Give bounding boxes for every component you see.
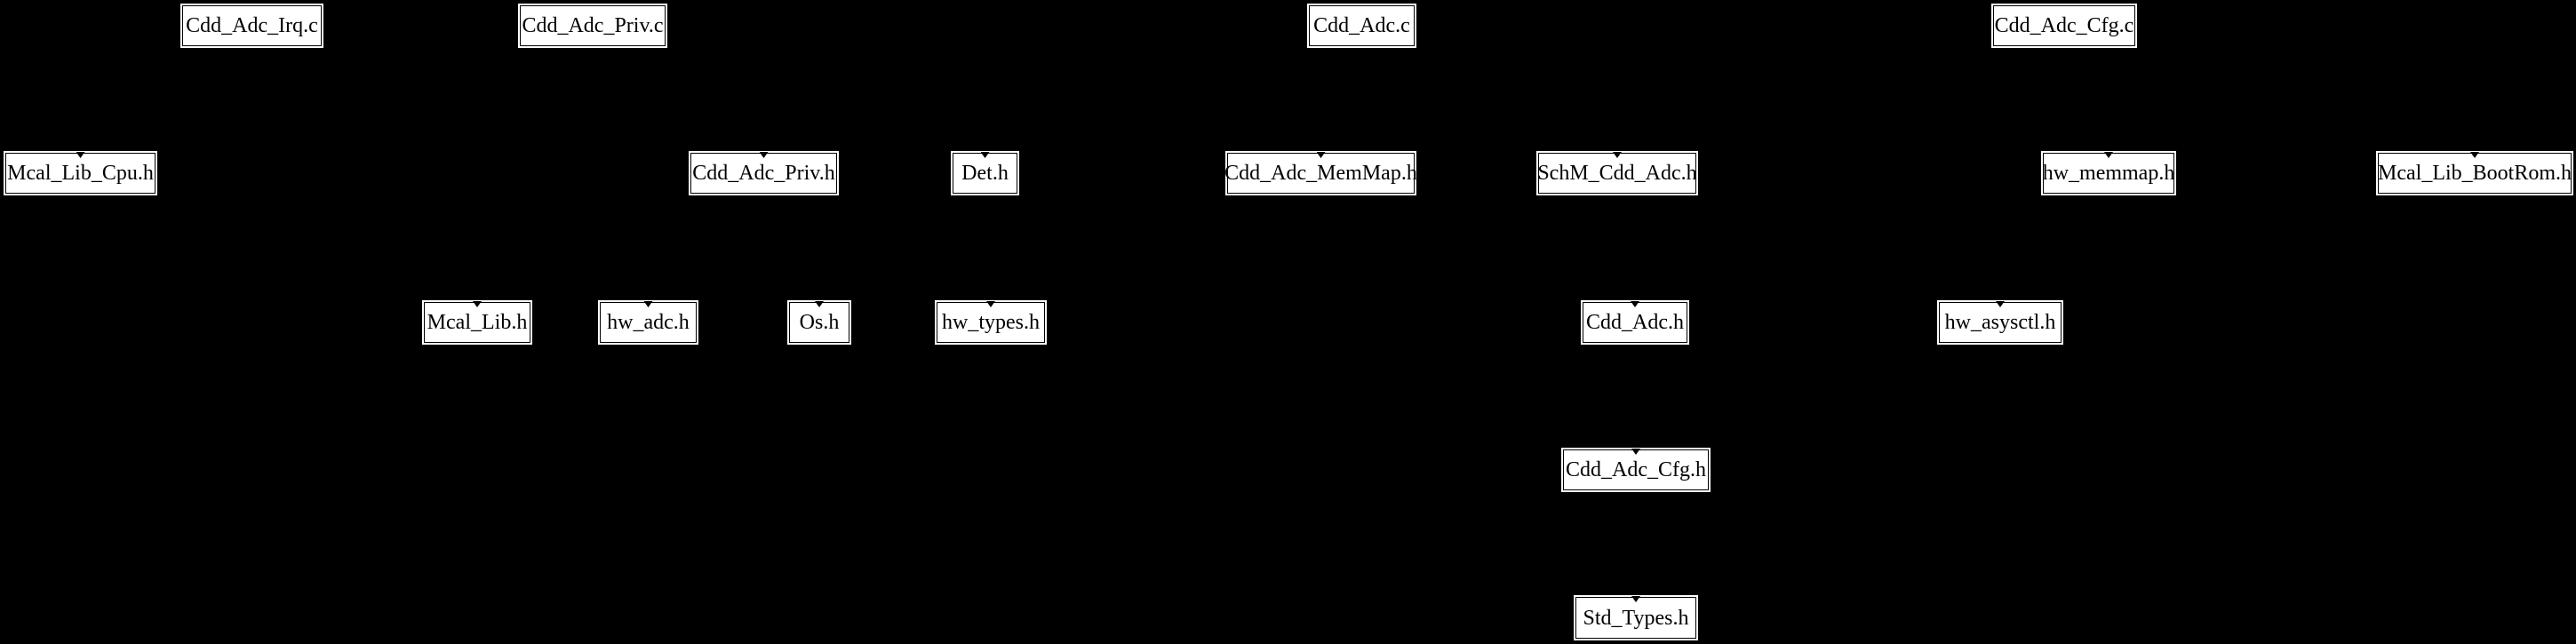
incoming-edge-arrowhead-icon (643, 301, 653, 307)
incoming-edge-arrowhead-icon (815, 301, 824, 307)
incoming-edge-arrowhead-icon (986, 301, 995, 307)
node-label: hw_memmap.h (2042, 162, 2175, 185)
incoming-edge-arrowhead-icon (1613, 152, 1622, 158)
incoming-edge-arrowhead-icon (473, 301, 482, 307)
node-label: Std_Types.h (1583, 606, 1689, 630)
graph-node-std-types-h: Std_Types.h (1575, 596, 1696, 639)
graph-node-hw-types-h: hw_types.h (937, 301, 1045, 343)
node-label: Det.h (961, 162, 1009, 185)
graph-node-hw-asysctl-h: hw_asysctl.h (1939, 301, 2062, 343)
node-label: hw_asysctl.h (1944, 311, 2056, 334)
graph-node-hw-memmap-h: hw_memmap.h (2042, 152, 2175, 194)
incoming-edge-arrowhead-icon (2104, 152, 2113, 158)
node-label: Os.h (799, 311, 840, 334)
node-label: Mcal_Lib_BootRom.h (2378, 162, 2572, 185)
incoming-edge-arrowhead-icon (1996, 301, 2005, 307)
incoming-edge-arrowhead-icon (980, 152, 990, 158)
graph-node-cdd-adc-priv-h: Cdd_Adc_Priv.h (690, 152, 837, 194)
node-label: Mcal_Lib.h (427, 311, 528, 334)
graph-node-schm-cdd-adc-h: SchM_Cdd_Adc.h (1537, 152, 1697, 194)
node-label: Cdd_Adc_MemMap.h (1224, 162, 1417, 185)
node-label: Cdd_Adc_Cfg.c (1994, 14, 2134, 37)
node-label: Cdd_Adc_Priv.h (692, 162, 835, 185)
graph-node-cdd-adc-cfg-c: Cdd_Adc_Cfg.c (1993, 5, 2135, 46)
incoming-edge-arrowhead-icon (1631, 596, 1640, 602)
graph-node-hw-adc-h: hw_adc.h (600, 301, 697, 343)
node-label: hw_types.h (942, 311, 1040, 334)
graph-node-mcal-lib-h: Mcal_Lib.h (424, 301, 530, 343)
node-label: Cdd_Adc_Irq.c (186, 14, 318, 37)
node-label: Cdd_Adc.h (1586, 311, 1684, 334)
graph-node-os-h: Os.h (789, 301, 849, 343)
node-label: Mcal_Lib_Cpu.h (7, 162, 154, 185)
graph-node-det-h: Det.h (953, 152, 1017, 194)
node-label: Cdd_Adc_Priv.c (522, 14, 664, 37)
graph-node-mcal-lib-bootrom-h: Mcal_Lib_BootRom.h (2378, 152, 2572, 194)
node-label: SchM_Cdd_Adc.h (1537, 162, 1697, 185)
incoming-edge-arrowhead-icon (1631, 301, 1639, 307)
graph-node-cdd-adc-cfg-h: Cdd_Adc_Cfg.h (1563, 449, 1709, 490)
graph-node-mcal-lib-cpu-h: Mcal_Lib_Cpu.h (5, 152, 156, 194)
node-label: Cdd_Adc.c (1313, 14, 1410, 37)
node-label: Cdd_Adc_Cfg.h (1566, 458, 1706, 481)
incoming-edge-arrowhead-icon (759, 152, 769, 158)
graph-node-cdd-adc-irq-c: Cdd_Adc_Irq.c (182, 5, 322, 46)
graph-node-cdd-adc-h: Cdd_Adc.h (1583, 301, 1687, 343)
incoming-edge-arrowhead-icon (76, 152, 85, 158)
node-label: hw_adc.h (607, 311, 690, 334)
graph-node-cdd-adc-c: Cdd_Adc.c (1309, 5, 1415, 46)
incoming-edge-arrowhead-icon (1316, 152, 1326, 158)
incoming-edge-arrowhead-icon (2470, 152, 2479, 158)
graph-node-cdd-adc-memmap-h: Cdd_Adc_MemMap.h (1224, 152, 1417, 194)
incoming-edge-arrowhead-icon (1631, 449, 1640, 455)
graph-node-cdd-adc-priv-c: Cdd_Adc_Priv.c (520, 5, 666, 46)
